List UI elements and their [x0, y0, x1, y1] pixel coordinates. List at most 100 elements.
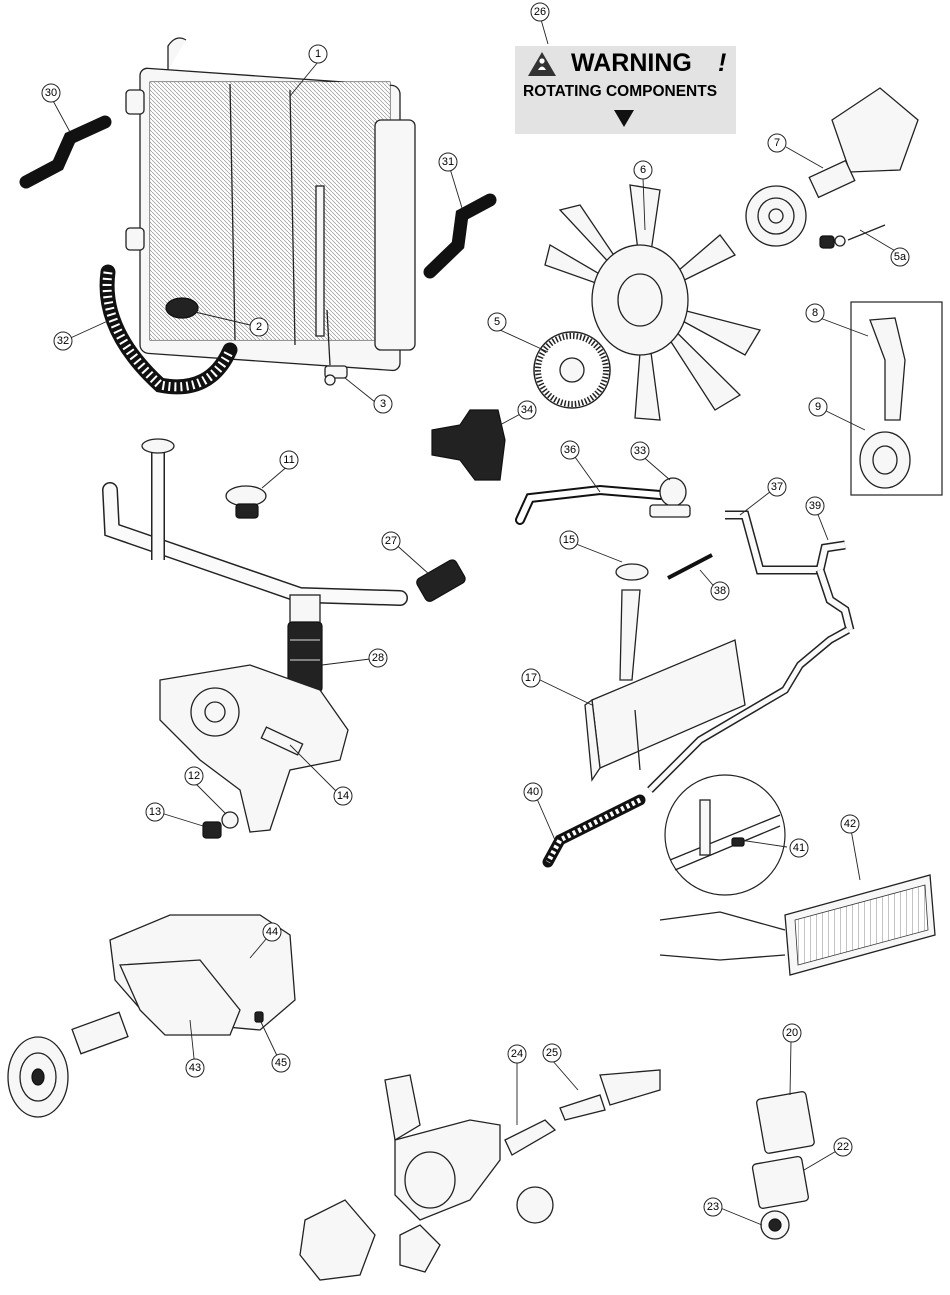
- callout-23: 23: [703, 1197, 723, 1217]
- svg-text:5: 5: [494, 316, 500, 328]
- mounting-pad-part: [165, 297, 199, 319]
- water-pump-43-part: [7, 914, 296, 1118]
- svg-text:20: 20: [786, 1027, 798, 1039]
- callout-24: 24: [507, 1044, 527, 1064]
- bolt-45-part: [254, 1011, 264, 1023]
- svg-text:7: 7: [774, 137, 780, 149]
- svg-text:17: 17: [525, 672, 537, 684]
- callout-27: 27: [381, 531, 401, 551]
- clip-41-part: [669, 799, 781, 871]
- svg-text:15: 15: [563, 534, 575, 546]
- callout-3: 3: [373, 394, 393, 414]
- svg-text:32: 32: [57, 335, 69, 347]
- idler-pulley-part: [859, 317, 911, 489]
- hose-40-part: [542, 794, 646, 868]
- svg-text:14: 14: [337, 790, 349, 802]
- callout-44: 44: [262, 922, 282, 942]
- svg-text:23: 23: [707, 1201, 719, 1213]
- callout-14: 14: [333, 786, 353, 806]
- svg-text:33: 33: [634, 445, 646, 457]
- callouts: 1 2 3 5 5a 6 7 8 9 11 12 13 14 15 17 20 …: [41, 2, 910, 1217]
- return-pipe-part: [647, 626, 850, 793]
- callout-45: 45: [271, 1053, 291, 1073]
- svg-text:12: 12: [188, 770, 200, 782]
- expansion-tank-part: [584, 639, 746, 782]
- svg-text:37: 37: [771, 481, 783, 493]
- radiator-part: [125, 37, 416, 372]
- callout-20: 20: [782, 1023, 802, 1043]
- callout-37: 37: [767, 477, 787, 497]
- filler-cap-11-part: [225, 485, 267, 519]
- callout-13: 13: [145, 802, 165, 822]
- svg-text:45: 45: [275, 1057, 287, 1069]
- svg-text:44: 44: [266, 926, 278, 938]
- valve-33-part: [649, 477, 691, 518]
- callout-43: 43: [185, 1058, 205, 1078]
- callout-28: 28: [368, 648, 388, 668]
- radiator-hose-top-part: [19, 115, 112, 189]
- water-pump-pulley-part: [745, 87, 919, 249]
- callout-26: 26: [530, 2, 550, 22]
- svg-text:42: 42: [844, 818, 856, 830]
- callout-9: 9: [808, 397, 828, 417]
- svg-text:41: 41: [793, 842, 805, 854]
- svg-text:22: 22: [837, 1141, 849, 1153]
- hose-27-part: [416, 559, 466, 602]
- svg-text:36: 36: [564, 444, 576, 456]
- svg-text:27: 27: [385, 535, 397, 547]
- callout-15: 15: [559, 530, 579, 550]
- svg-text:5a: 5a: [894, 251, 907, 263]
- callout-40: 40: [523, 782, 543, 802]
- warning-subtitle: ROTATING COMPONENTS: [523, 83, 717, 100]
- hose-36-part: [515, 484, 665, 525]
- callout-5: 5: [487, 312, 507, 332]
- callout-7: 7: [767, 133, 787, 153]
- warning-panel: WARNING ! ROTATING COMPONENTS: [515, 46, 736, 134]
- filler-cap-15-part: [615, 563, 649, 681]
- radiator-hose-bypass-part: [423, 193, 497, 279]
- svg-text:2: 2: [256, 321, 262, 333]
- svg-text:38: 38: [714, 585, 726, 597]
- fan-blade-part: [544, 184, 762, 421]
- svg-text:11: 11: [283, 454, 294, 466]
- hose-37-39-part: [725, 510, 855, 632]
- svg-text:34: 34: [521, 404, 533, 416]
- svg-text:8: 8: [812, 307, 818, 319]
- svg-text:13: 13: [149, 806, 161, 818]
- detail-inset-circle: [664, 774, 786, 896]
- svg-text:3: 3: [380, 398, 386, 410]
- callout-1: 1: [308, 44, 328, 64]
- svg-text:26: 26: [534, 6, 546, 18]
- callout-12: 12: [184, 766, 204, 786]
- viscous-coupling-part: [533, 331, 611, 409]
- svg-text:40: 40: [527, 786, 539, 798]
- svg-text:28: 28: [372, 652, 384, 664]
- callout-42: 42: [840, 814, 860, 834]
- drain-tap-part: [324, 365, 348, 386]
- callout-36: 36: [560, 440, 580, 460]
- callout-2: 2: [249, 317, 269, 337]
- callout-32: 32: [53, 331, 73, 351]
- down-arrow-icon: [614, 110, 634, 127]
- thermostat-housing-assembly-part: [384, 1069, 661, 1224]
- svg-text:9: 9: [815, 401, 821, 413]
- svg-text:25: 25: [546, 1047, 558, 1059]
- hose-28-part: [287, 594, 323, 693]
- pipe-38-part: [667, 553, 713, 580]
- callout-22: 22: [833, 1137, 853, 1157]
- callout-39: 39: [805, 496, 825, 516]
- callout-38: 38: [710, 581, 730, 601]
- callout-30: 30: [41, 83, 61, 103]
- warning-triangle-icon: [528, 52, 556, 76]
- svg-text:39: 39: [809, 500, 821, 512]
- callout-31: 31: [438, 152, 458, 172]
- idler-bracket-frame: [850, 301, 943, 496]
- heater-matrix-part: [659, 874, 936, 976]
- header-pipe-part: [102, 438, 408, 606]
- svg-text:24: 24: [511, 1048, 523, 1060]
- callout-33: 33: [630, 441, 650, 461]
- warning-title: WARNING: [571, 49, 692, 77]
- svg-text:43: 43: [189, 1062, 201, 1074]
- thermostat-housing-34-part: [431, 409, 506, 481]
